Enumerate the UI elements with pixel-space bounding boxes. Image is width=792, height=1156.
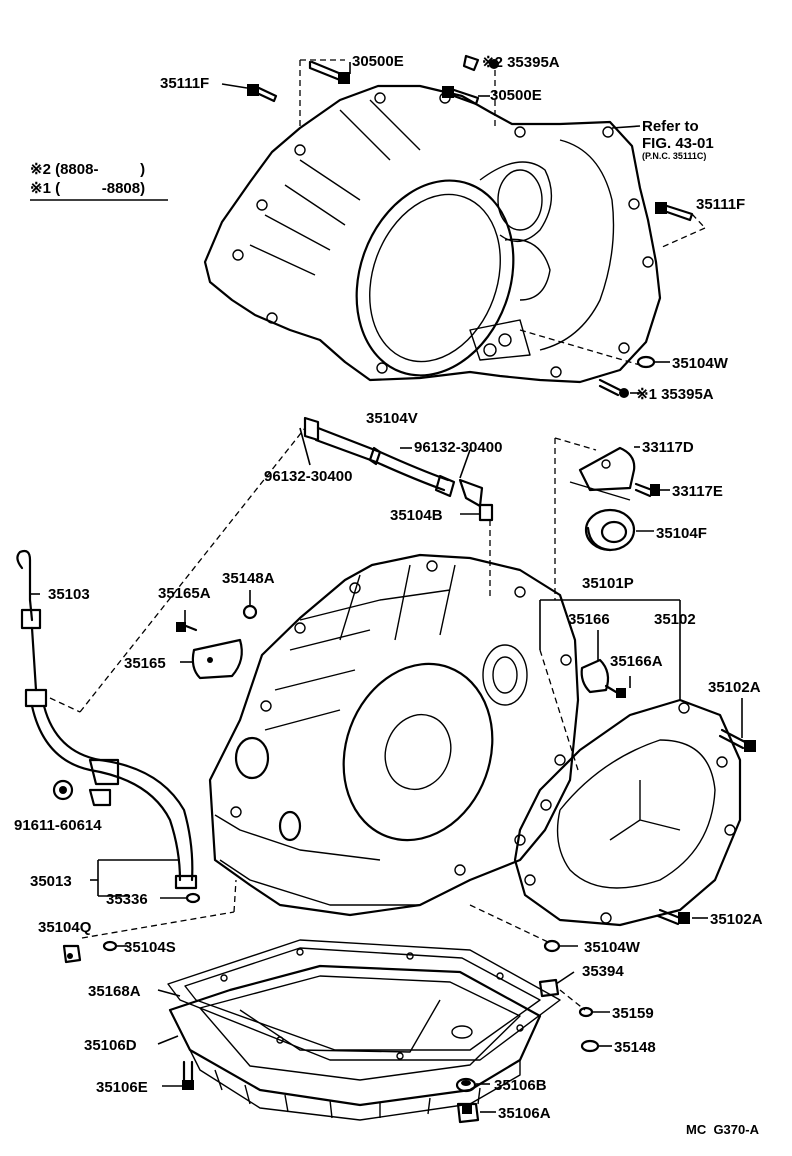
label-refer-to: Refer to — [642, 118, 699, 135]
label-96132-right: 96132-30400 — [414, 439, 502, 456]
label-35165: 35165 — [124, 655, 166, 672]
label-35395a-top: ※2 35395A — [482, 54, 560, 71]
oil-pan-35106d — [168, 964, 542, 1121]
part-labels: 30500E ※2 35395A 35111F 30500E Refer to … — [14, 53, 763, 1137]
label-91611: 91611-60614 — [14, 817, 102, 834]
bolt-35106e — [182, 1060, 194, 1090]
label-35111f-right: 35111F — [696, 196, 745, 213]
label-35102a-bottom: 35102A — [710, 911, 763, 928]
dipstick-tube-35013 — [30, 704, 198, 890]
leader-lines-middle — [81, 437, 743, 1011]
seal-35104f — [584, 508, 636, 552]
label-refer-fig: FIG. 43-01 — [642, 135, 714, 152]
label-35104f: 35104F — [656, 525, 707, 542]
side-cover-35102 — [513, 698, 742, 927]
bolt-91611 — [52, 779, 74, 801]
label-35168a: 35168A — [88, 983, 141, 1000]
plug-35104q — [62, 944, 82, 964]
label-35102: 35102 — [654, 611, 696, 628]
bracket-33117d — [569, 446, 636, 501]
label-35148a: 35148A — [222, 570, 275, 587]
label-33117d: 33117D — [642, 439, 694, 456]
note-line-2: ※1 ( -8808) — [30, 180, 145, 197]
breather-hose-35104v — [303, 416, 494, 522]
label-35013: 35013 — [30, 873, 72, 890]
plate-35166 — [580, 658, 610, 694]
label-35395a-bottom: ※1 35395A — [636, 386, 714, 403]
label-35106e: 35106E — [96, 1079, 148, 1096]
label-35104s: 35104S — [124, 939, 176, 956]
label-35104w-top: 35104W — [672, 355, 729, 372]
gasket-35168a — [167, 939, 561, 1061]
magnet-35106b — [455, 1077, 477, 1093]
transaxle-case-illustration — [208, 553, 580, 917]
leader-lines-dipstick — [30, 427, 306, 904]
label-30500e-mid: 30500E — [490, 87, 542, 104]
gasket-35394 — [538, 978, 560, 998]
label-35394: 35394 — [582, 963, 624, 980]
bolt-35395a-bottom — [598, 378, 629, 398]
transaxle-housing-illustration — [203, 84, 662, 384]
label-35104v: 35104V — [366, 410, 418, 427]
dipstick-35103 — [16, 549, 48, 708]
label-refer-pnc: (P.N.C. 35111C) — [642, 151, 706, 161]
bolt-35165a — [176, 622, 198, 632]
label-35101p: 35101P — [582, 575, 634, 592]
label-35148: 35148 — [614, 1039, 656, 1056]
label-35111f-left: 35111F — [160, 75, 209, 92]
label-35165a: 35165A — [158, 585, 211, 602]
label-35106d: 35106D — [84, 1037, 137, 1054]
plug-35104w-bottom — [543, 939, 561, 953]
washer-35104s — [102, 940, 118, 952]
label-35103: 35103 — [48, 586, 90, 603]
plate-35165 — [191, 638, 243, 680]
label-35159: 35159 — [612, 1005, 654, 1022]
bolt-35102a-bottom — [656, 908, 690, 926]
bolt-35102a-top — [718, 728, 756, 752]
nut-35148a — [242, 604, 258, 620]
label-96132-left: 96132-30400 — [264, 468, 352, 485]
label-35104q: 35104Q — [38, 919, 92, 936]
bolt-30500e-top — [308, 60, 350, 84]
label-35166: 35166 — [568, 611, 610, 628]
label-35106a: 35106A — [498, 1105, 551, 1122]
figure-code: MC G370-A — [686, 1122, 760, 1137]
label-35336: 35336 — [106, 891, 148, 908]
bolt-35111f-right — [655, 202, 694, 222]
label-30500e-top: 30500E — [352, 53, 404, 70]
washer-35148 — [580, 1039, 600, 1053]
note-line-1: ※2 (8808- ) — [30, 161, 145, 178]
leader-lines-bottom — [157, 989, 612, 1113]
label-35102a-top: 35102A — [708, 679, 761, 696]
washer-35159 — [578, 1006, 594, 1018]
bolt-35395a-top — [462, 54, 499, 72]
label-35104b: 35104B — [390, 507, 443, 524]
bolt-30500e-mid — [442, 86, 480, 106]
bolt-35111f-left — [247, 84, 278, 103]
label-33117e: 33117E — [672, 483, 723, 500]
bolt-33117e — [634, 482, 660, 498]
label-35166a: 35166A — [610, 653, 663, 670]
label-35106b: 35106B — [494, 1077, 547, 1094]
plug-35106a — [456, 1102, 480, 1124]
leader-lines-top — [221, 59, 706, 394]
leader-lines-hose — [299, 427, 491, 600]
label-35104w-bottom: 35104W — [584, 939, 641, 956]
plug-35104w-top — [636, 355, 656, 369]
bolt-35166a — [604, 684, 626, 698]
